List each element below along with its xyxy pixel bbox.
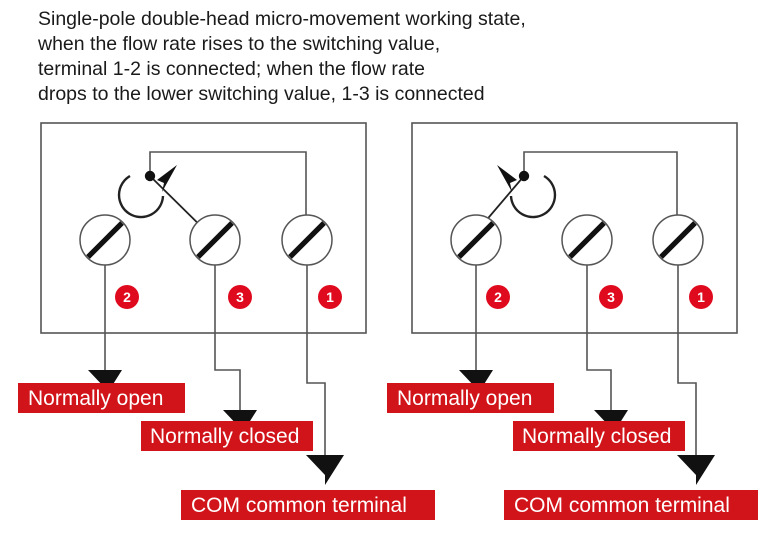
left-label-normally-closed: Normally closed <box>141 421 313 451</box>
right-rotation-arc <box>509 174 557 219</box>
right-label-com: COM common terminal <box>504 490 758 520</box>
left-switch-diagram: 2 3 1 Normally open Normally closed COM … <box>18 122 435 520</box>
left-terminal-2 <box>79 214 131 266</box>
right-label-normally-closed: Normally closed <box>513 421 685 451</box>
left-label-normally-closed-text: Normally closed <box>150 425 299 448</box>
left-terminal-1-lead <box>306 265 326 462</box>
left-pivot-point <box>144 170 156 182</box>
left-label-com: COM common terminal <box>181 490 435 520</box>
header-line-3: terminal 1-2 is connected; when the flow… <box>38 58 425 80</box>
right-badge-2: 2 <box>486 285 510 309</box>
left-common-wire <box>149 151 307 216</box>
right-badge-3-label: 3 <box>607 289 615 305</box>
header-line-2: when the flow rate rises to the switchin… <box>37 33 440 55</box>
header-line-1: Single-pole double-head micro-movement w… <box>38 8 526 30</box>
left-badge-3: 3 <box>228 285 252 309</box>
right-switch-diagram: 2 3 1 Normally open Normally closed COM … <box>387 122 758 520</box>
left-badge-2: 2 <box>115 285 139 309</box>
left-badge-2-label: 2 <box>123 289 131 305</box>
right-badge-1-label: 1 <box>697 289 705 305</box>
left-badge-1: 1 <box>318 285 342 309</box>
left-badge-1-label: 1 <box>326 289 334 305</box>
right-terminal-2 <box>450 214 502 266</box>
left-terminal-3 <box>189 214 241 266</box>
right-badge-3: 3 <box>599 285 623 309</box>
left-label-normally-open-text: Normally open <box>28 387 163 410</box>
left-badge-3-label: 3 <box>236 289 244 305</box>
left-terminal-1 <box>281 214 333 266</box>
left-arrowhead-com <box>306 455 344 485</box>
right-arrowhead-com <box>677 455 715 485</box>
right-terminal-1-lead <box>677 265 697 462</box>
left-direction-arrowhead <box>157 165 177 192</box>
right-common-wire <box>523 151 678 216</box>
right-pivot-point <box>518 170 530 182</box>
header-caption: Single-pole double-head micro-movement w… <box>37 8 526 105</box>
right-badge-2-label: 2 <box>494 289 502 305</box>
right-label-normally-open: Normally open <box>387 383 554 413</box>
left-terminal-3-lead <box>214 265 241 418</box>
right-label-normally-closed-text: Normally closed <box>522 425 671 448</box>
right-terminal-3 <box>561 214 613 266</box>
right-badge-1: 1 <box>689 285 713 309</box>
header-line-4: drops to the lower switching value, 1-3 … <box>38 83 485 105</box>
right-label-com-text: COM common terminal <box>514 494 730 517</box>
right-terminal-3-lead <box>586 265 612 418</box>
left-label-com-text: COM common terminal <box>191 494 407 517</box>
right-direction-arrowhead <box>497 165 517 192</box>
right-terminal-1 <box>652 214 704 266</box>
left-rotation-arc <box>117 174 165 219</box>
right-label-normally-open-text: Normally open <box>397 387 532 410</box>
left-label-normally-open: Normally open <box>18 383 185 413</box>
